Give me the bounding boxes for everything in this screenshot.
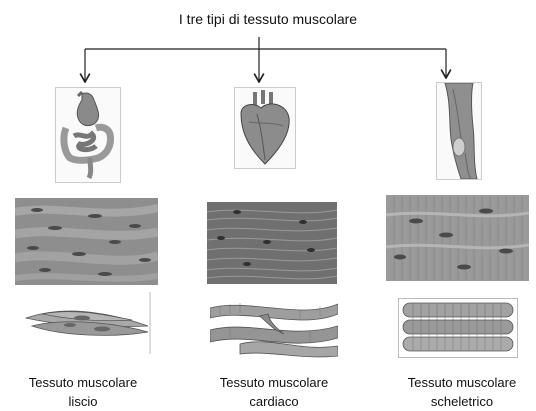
label-skeletal-line1: Tessuto muscolare <box>387 373 536 392</box>
label-cardiac-line1: Tessuto muscolare <box>199 373 349 392</box>
label-skeletal-line2: scheletrico <box>387 392 536 411</box>
skeletal-tissue-drawing <box>398 298 518 358</box>
leg-muscle-illustration <box>436 82 482 180</box>
label-smooth-line1: Tessuto muscolare <box>8 373 158 392</box>
cardiac-tissue-micrograph <box>207 202 337 284</box>
label-smooth: Tessuto muscolare liscio <box>8 373 158 411</box>
label-cardiac: Tessuto muscolare cardiaco <box>199 373 349 411</box>
label-smooth-line2: liscio <box>8 392 158 411</box>
heart-illustration <box>234 87 296 169</box>
label-skeletal: Tessuto muscolare scheletrico <box>387 373 536 411</box>
cardiac-tissue-drawing <box>210 296 338 360</box>
smooth-tissue-micrograph <box>15 198 158 285</box>
label-cardiac-line2: cardiaco <box>199 392 349 411</box>
skeletal-tissue-micrograph <box>386 195 529 281</box>
stomach-intestine-illustration <box>55 87 121 183</box>
smooth-tissue-drawing <box>22 292 152 354</box>
